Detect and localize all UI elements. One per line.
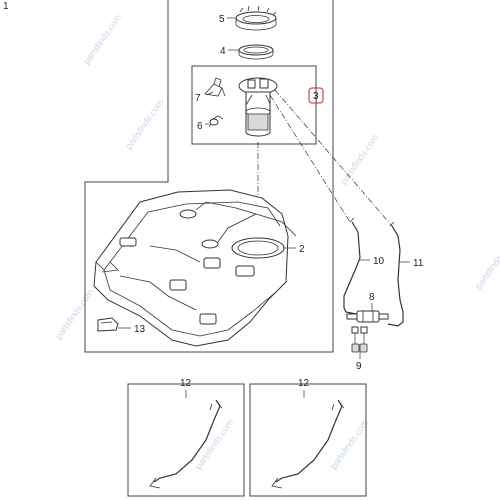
callout-6: 6 (197, 121, 203, 132)
part-12-strap-frame-right (249, 383, 367, 497)
watermark-6: partsfinds.com (193, 417, 235, 471)
part-8-fuel-filter (346, 303, 389, 323)
watermark-5: partsfinds.com (473, 237, 500, 291)
part-3-pump-module-box (191, 65, 317, 145)
part-5-lock-ring (235, 5, 277, 31)
callout-3-highlight (308, 87, 324, 104)
callout-8: 8 (369, 292, 375, 303)
callout-5: 5 (219, 14, 225, 25)
part-12-strap-right (271, 399, 345, 489)
callout-12-left: 12 (180, 378, 192, 389)
callout-4: 4 (220, 46, 226, 57)
part-4-seal (238, 44, 274, 60)
part-6-float (205, 115, 224, 128)
part-12-strap-frame-left (127, 383, 245, 497)
part-12-strap-left (149, 399, 223, 489)
watermark-3: partsfinds.com (338, 132, 380, 186)
callout-10: 10 (373, 256, 385, 267)
part-11-fuel-line (387, 221, 404, 327)
watermark-1: partsfinds.com (81, 12, 123, 66)
watermark-7: partsfinds.com (328, 417, 370, 471)
part-2-fuel-tank (93, 189, 297, 347)
callout-12-right: 12 (298, 378, 310, 389)
part-3-pump-module (238, 77, 278, 137)
part-7-level-sender (204, 77, 226, 97)
callout-7: 7 (195, 93, 201, 104)
callout-2: 2 (299, 244, 305, 255)
callout-3: 3 (313, 91, 319, 102)
part-9-clips (351, 326, 368, 359)
callout-9: 9 (356, 361, 362, 372)
watermark-2: partsfinds.com (123, 97, 165, 151)
part-10-fuel-line (343, 217, 361, 315)
callout-1: 1 (3, 1, 9, 12)
assembly-guide-lines (257, 89, 393, 227)
part-13-pad (97, 317, 119, 332)
callout-13: 13 (134, 324, 146, 335)
main-assembly-frame (84, 0, 334, 353)
callout-11: 11 (413, 258, 424, 269)
watermark-4: partsfinds.com (53, 287, 95, 341)
